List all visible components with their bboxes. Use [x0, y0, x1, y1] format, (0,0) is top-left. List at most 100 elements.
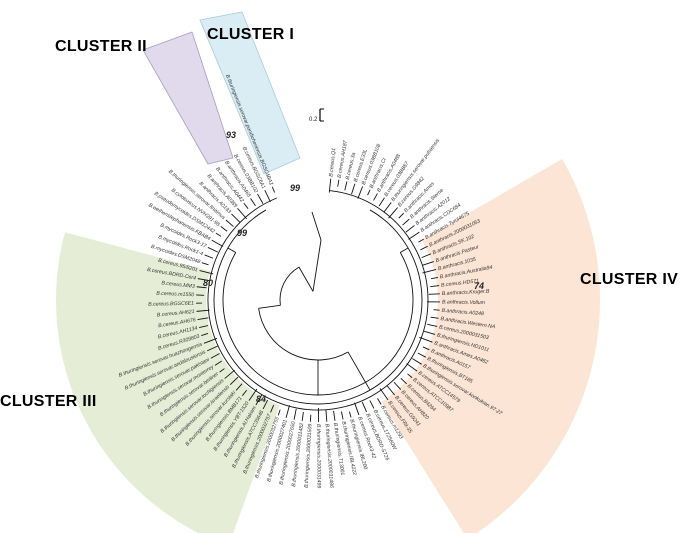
tip-branch	[354, 402, 360, 416]
tip-branch	[220, 226, 228, 232]
tip-branch	[400, 377, 407, 385]
tip-label: B.anthracis.A0248	[441, 308, 484, 318]
tip-branch	[393, 381, 402, 390]
tip-branch	[197, 278, 210, 282]
tip-label: B.cereus.AH676	[158, 317, 196, 329]
inner-arc-c	[258, 308, 349, 361]
tip-branch	[285, 405, 290, 418]
tip-branch	[418, 238, 424, 243]
tip-branch	[325, 409, 328, 422]
tip-branch	[433, 309, 440, 311]
cluster-ii-label: CLUSTER II	[55, 38, 147, 55]
tip-label: B.anthracis.Kruger.B	[442, 289, 490, 297]
tip-branch	[255, 394, 263, 406]
bootstrap-value: 99	[290, 183, 300, 193]
tip-branch	[351, 183, 356, 195]
tip-branch	[270, 404, 275, 413]
tip-branch	[277, 409, 281, 416]
tip-branch	[224, 369, 235, 379]
cluster-i-region	[199, 11, 301, 175]
bootstrap-value: 99	[237, 228, 247, 238]
tip-branch	[215, 232, 222, 237]
tip-branch	[333, 410, 336, 421]
tip-branch	[340, 411, 344, 420]
tip-branch	[348, 411, 352, 418]
tip-branch	[422, 346, 430, 351]
scale-bar-label: 0.2	[309, 117, 318, 123]
internal-branch	[298, 266, 314, 292]
tip-label: B.cereus.MM3	[161, 280, 195, 290]
tip-branch	[293, 408, 297, 420]
tip-label: B.thuringiensis.2000031486	[324, 423, 335, 488]
bootstrap-value: 80	[203, 278, 213, 288]
tip-branch	[201, 262, 209, 266]
tip-branch	[271, 186, 275, 193]
tip-branch	[407, 373, 413, 379]
cluster-iii-region	[56, 232, 280, 533]
tip-branch	[207, 247, 219, 253]
tip-label: B.cereus.m1550	[156, 291, 194, 299]
tip-branch	[373, 193, 378, 201]
tip-branch	[428, 293, 440, 295]
inner-arc-a	[213, 209, 423, 405]
tip-branch	[378, 197, 385, 207]
tip-branch	[417, 352, 426, 358]
bootstrap-value: 74	[474, 281, 484, 291]
tip-branch	[328, 178, 332, 193]
tip-branch	[211, 239, 224, 247]
tip-branch	[262, 399, 269, 410]
tip-branch	[204, 254, 214, 259]
tip-branch	[196, 286, 207, 289]
cluster-iii-label: CLUSTER III	[0, 393, 97, 410]
internal-branch	[258, 304, 281, 309]
internal-branch	[400, 247, 409, 253]
tip-branch	[257, 193, 264, 204]
tip-label: B.cereus.Q1	[328, 148, 337, 177]
tip-label: B.cereus.BGSC6E1	[148, 301, 194, 308]
tip-branch	[344, 181, 348, 191]
tip-branch	[406, 363, 418, 372]
tip-branch	[337, 179, 340, 187]
tip-branch	[405, 225, 415, 233]
tip-branch	[430, 285, 440, 288]
cluster-iv-region	[381, 159, 600, 533]
tip-branch	[235, 383, 243, 391]
tip-label: B.thuringiensis.2000031499	[315, 424, 321, 488]
tip-branch	[386, 385, 395, 396]
tip-branch	[402, 218, 410, 226]
tip-branch	[430, 316, 439, 319]
tip-branch	[214, 360, 222, 366]
bootstrap-value: 93	[226, 130, 236, 140]
root-branch	[311, 211, 322, 292]
tip-branch	[408, 231, 420, 240]
tree-branches	[196, 178, 440, 423]
tip-branch	[430, 277, 438, 280]
bootstrap-value: 84	[256, 394, 266, 404]
tip-branch	[206, 345, 219, 352]
tip-branch	[231, 213, 241, 223]
tip-label: B.cereus.AH621	[157, 309, 195, 319]
internal-branch	[227, 247, 236, 253]
tip-branch	[361, 401, 367, 413]
tip-branch	[210, 353, 220, 359]
tip-branch	[264, 190, 271, 203]
tip-branch	[427, 323, 438, 327]
tip-branch	[398, 212, 404, 219]
tip-branch	[241, 389, 248, 396]
inner-arc-d	[279, 266, 300, 306]
tip-branch	[219, 368, 225, 373]
tip-branch	[412, 358, 422, 365]
tip-branch	[197, 317, 209, 320]
tip-label: B.cereus.HD571	[441, 278, 480, 288]
cluster-iv-label: CLUSTER IV	[580, 271, 679, 288]
tip-branch	[377, 398, 382, 405]
tip-branch	[421, 253, 432, 259]
tip-branch	[357, 186, 364, 199]
tip-branch	[250, 198, 256, 207]
cluster-ii-region	[142, 31, 234, 165]
tip-label: B.thuringiensis.2000031509	[304, 423, 314, 488]
tip-branch	[423, 330, 436, 335]
tip-branch	[199, 325, 209, 329]
